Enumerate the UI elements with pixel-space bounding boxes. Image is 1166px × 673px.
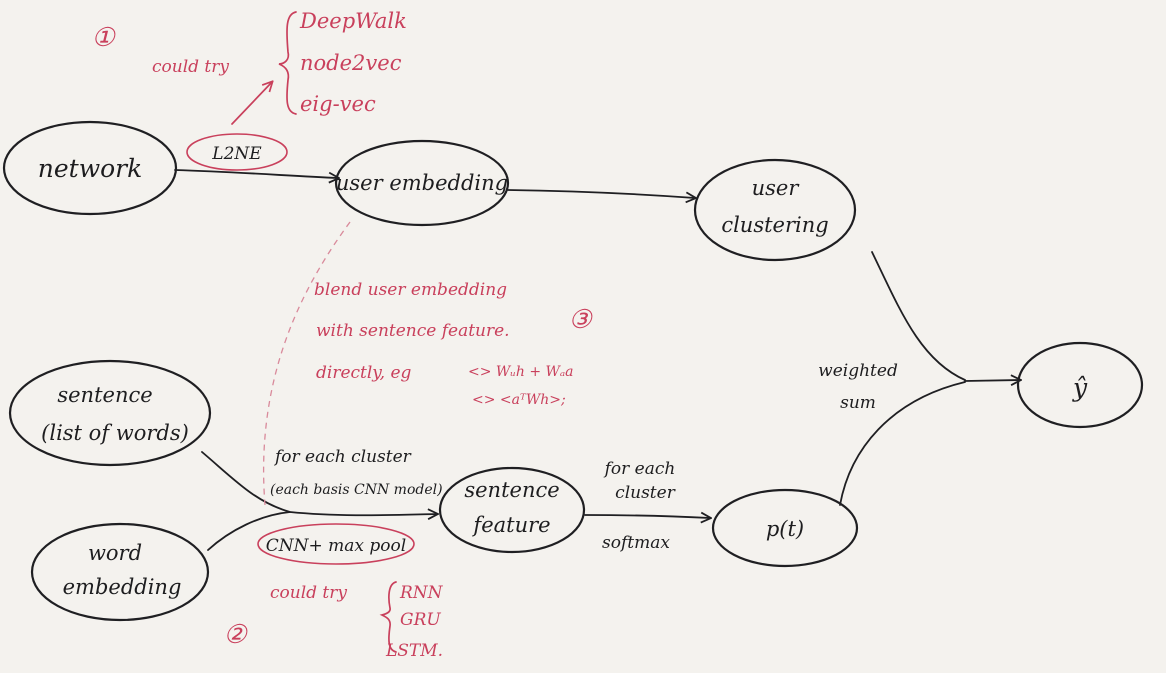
annotation-option-node2vec: node2vec: [300, 51, 402, 75]
edge-user-clustering-to-merge: [871, 251, 966, 381]
label-for-each-cluster-top: for each cluster: [273, 447, 412, 467]
node-sentence-feature-label-2: feature: [471, 513, 550, 537]
annotation-blend-line2: with sentence feature.: [316, 321, 510, 341]
annotation-step2: ②: [223, 620, 248, 650]
brace-embedding-options: [278, 11, 297, 115]
annotation-could-try-bottom: could try: [270, 583, 347, 603]
node-user-clustering: user clustering: [693, 158, 857, 262]
edge-merge-to-y-hat: [964, 380, 1020, 381]
node-user-clustering-label-2: clustering: [721, 213, 828, 237]
node-p-t: p(t): [711, 488, 859, 568]
brace-model-options: [379, 581, 397, 653]
label-softmax: softmax: [602, 533, 670, 553]
edge-feature-to-p: [584, 515, 710, 518]
label-each-basis-cnn: (each basis CNN model): [270, 482, 443, 498]
label-weighted-2: sum: [840, 393, 876, 413]
node-word-embedding-label-1: word: [88, 541, 142, 565]
node-sentence: sentence (list of words): [8, 359, 212, 467]
node-user-embedding-label: user embedding: [336, 171, 508, 195]
node-sentence-label-2: (list of words): [41, 421, 189, 445]
annotation-option-gru: GRU: [400, 610, 441, 630]
node-user-embedding: user embedding: [334, 139, 510, 227]
node-y-hat-label: ŷ: [1072, 373, 1088, 402]
label-cnn-max-pool-text: CNN+ max pool: [266, 536, 406, 556]
label-weighted-1: weighted: [818, 361, 898, 381]
edge-p-to-merge: [839, 381, 966, 506]
edge-user-embedding-to-user-clustering: [507, 189, 695, 198]
node-sentence-feature-label-1: sentence: [464, 478, 559, 502]
annotation-option-rnn: RNN: [399, 583, 444, 603]
annotation-option-lstm: LSTM.: [385, 641, 443, 661]
label-cnn-max-pool: CNN+ max pool: [257, 523, 415, 565]
label-l2ne-text: L2NE: [211, 144, 262, 164]
node-p-t-label: p(t): [766, 517, 804, 541]
node-network-label: network: [38, 154, 143, 183]
label-for-each-cluster-right-1: for each: [603, 459, 676, 479]
node-user-clustering-label-1: user: [752, 176, 801, 200]
label-for-each-cluster-right-2: cluster: [615, 483, 676, 503]
annotation-blend-line1: blend user embedding: [314, 280, 507, 300]
annotation-option-deepwalk: DeepWalk: [299, 9, 407, 33]
node-word-embedding: word embedding: [30, 522, 210, 622]
annotation-step3: ③: [568, 305, 593, 335]
annotation-could-try-top: could try: [152, 57, 229, 77]
label-l2ne: L2NE: [186, 133, 288, 171]
annotation-option-eig-vec: eig-vec: [300, 92, 376, 116]
node-network: network: [2, 120, 178, 216]
edge-network-to-user-embedding: [174, 169, 338, 178]
node-sentence-label-1: sentence: [57, 383, 152, 407]
annotation-formula2: <> <aᵀWh>;: [472, 392, 566, 408]
node-sentence-feature: sentence feature: [438, 466, 586, 554]
annotation-step1: ①: [91, 23, 116, 53]
arrow-l2ne-to-options: [231, 82, 272, 125]
node-word-embedding-label-2: embedding: [63, 575, 182, 599]
edge-blend-dashed: [262, 221, 351, 506]
edge-word-embedding-to-feature: [207, 511, 291, 551]
node-y-hat: ŷ: [1016, 341, 1144, 429]
annotation-blend-line3: directly, eg: [316, 363, 412, 383]
annotation-formula1: <> Wᵤh + Wₐa: [468, 364, 574, 380]
